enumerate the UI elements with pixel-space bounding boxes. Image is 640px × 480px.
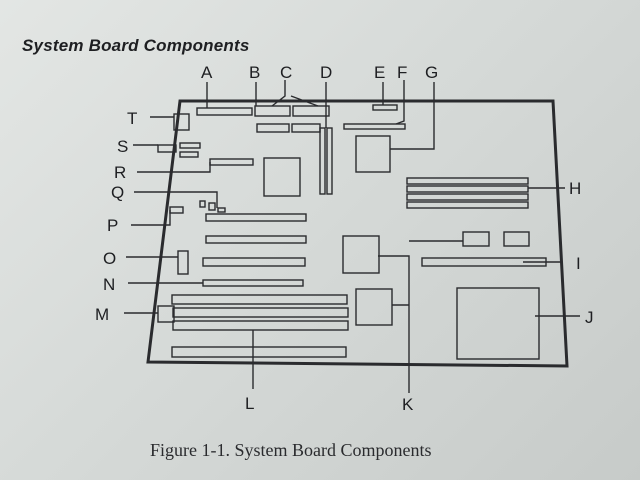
callout-label-q: Q	[111, 183, 124, 202]
callout-label-m: M	[95, 305, 109, 324]
component-q-1	[199, 200, 206, 208]
chip-k-1	[342, 235, 380, 274]
callout-label-k: K	[402, 395, 414, 414]
memory-slot-h-2	[406, 185, 529, 193]
callout-label-d: D	[320, 63, 332, 82]
connector-b-right	[291, 123, 321, 133]
callout-label-i: I	[576, 254, 581, 273]
expansion-slot-4	[202, 279, 304, 287]
connector-s-2	[179, 142, 201, 149]
chip-small-2	[503, 231, 530, 247]
component-m	[157, 305, 175, 323]
board-outline	[146, 99, 569, 368]
callout-label-t: T	[127, 109, 137, 128]
callout-label-f: F	[397, 63, 407, 82]
callout-label-l: L	[245, 394, 254, 413]
connector-s-1	[157, 144, 177, 153]
connector-f	[343, 123, 406, 130]
callout-label-o: O	[103, 249, 116, 268]
component-q-3	[217, 207, 226, 213]
connector-t	[173, 113, 190, 131]
isa-slot-2	[172, 307, 349, 318]
callout-label-s: S	[117, 137, 128, 156]
chip-small-1	[462, 231, 490, 247]
chip-k-2	[355, 288, 393, 326]
chip-b	[263, 157, 301, 197]
callout-label-a: A	[201, 63, 213, 82]
callout-label-p: P	[107, 216, 118, 235]
component-p	[169, 206, 184, 214]
isa-slot-1	[171, 294, 348, 305]
expansion-slot-2	[205, 235, 307, 244]
callout-label-j: J	[585, 308, 594, 327]
memory-slot-h-1	[406, 177, 529, 185]
chip-j	[456, 287, 540, 360]
callout-label-r: R	[114, 163, 126, 182]
simm-d-1	[319, 127, 326, 195]
expansion-slot-3	[202, 257, 306, 267]
connector-s-3	[179, 151, 199, 158]
section-heading: System Board Components	[22, 36, 250, 55]
callout-label-b: B	[249, 63, 260, 82]
component-o	[177, 250, 189, 275]
connector-c-left	[254, 105, 291, 117]
connector-b-left	[256, 123, 290, 133]
callout-label-c: C	[280, 63, 292, 82]
memory-slot-h-3	[406, 193, 529, 201]
callout-label-h: H	[569, 179, 581, 198]
callout-label-e: E	[374, 63, 385, 82]
connector-a	[196, 107, 253, 116]
memory-slot-h-4	[406, 201, 529, 209]
chip-g	[355, 135, 391, 173]
figure-caption: Figure 1-1. System Board Components	[150, 440, 432, 460]
connector-e	[372, 104, 398, 111]
simm-d-2	[326, 127, 333, 195]
component-q-2	[208, 202, 216, 211]
callout-label-n: N	[103, 275, 115, 294]
isa-slot-4	[171, 346, 347, 358]
expansion-slot-1	[205, 213, 307, 222]
isa-slot-3	[172, 320, 349, 331]
connector-c-right	[292, 105, 330, 117]
callout-label-g: G	[425, 63, 438, 82]
connector-r	[209, 158, 254, 166]
